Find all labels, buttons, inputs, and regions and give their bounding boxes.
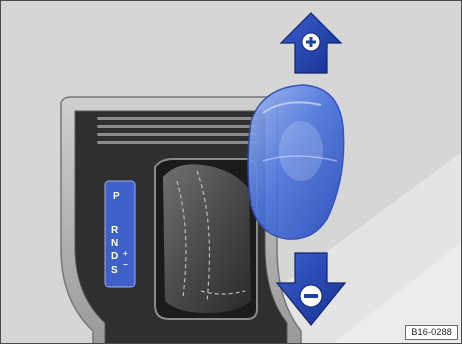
figure-id-label: B16-0288	[405, 325, 458, 340]
gear-label-s: S	[111, 265, 118, 276]
gear-label-d: D	[111, 251, 118, 262]
tiptronic-minus-label: −	[123, 260, 128, 269]
upshift-arrow	[281, 13, 341, 73]
gear-label-n: N	[111, 238, 118, 249]
gear-label-r: R	[111, 225, 119, 236]
tiptronic-plus-label: +	[123, 249, 128, 258]
gear-label-p: P	[113, 191, 120, 202]
gear-indicator-panel	[105, 181, 135, 287]
shift-boot	[163, 164, 251, 313]
selector-knob	[248, 85, 344, 239]
